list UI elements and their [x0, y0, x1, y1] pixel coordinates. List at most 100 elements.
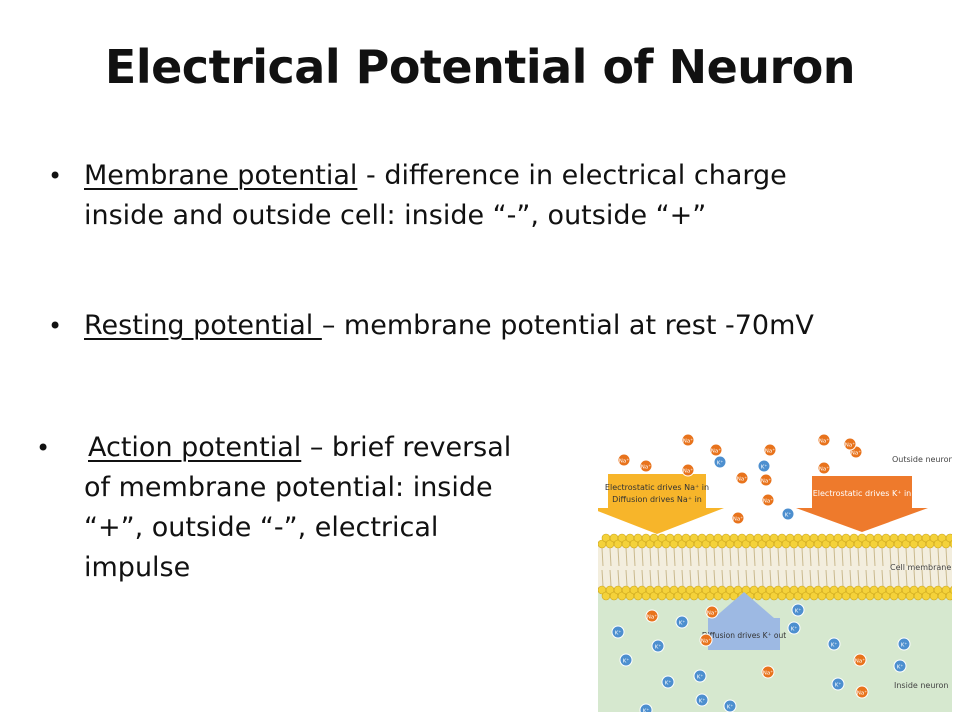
- arrow-k-in: Electrostatic drives K⁺ in: [796, 476, 928, 532]
- lipid-tail: [793, 569, 796, 587]
- svg-text:Na⁺: Na⁺: [647, 614, 657, 621]
- lipid-tail: [905, 547, 908, 567]
- lipid-tail: [809, 547, 812, 567]
- svg-text:Na⁺: Na⁺: [819, 438, 829, 445]
- lipid-tail: [945, 547, 948, 567]
- lipid-tail: [897, 569, 900, 587]
- sodium-ion: Na⁺: [843, 437, 857, 451]
- term-resting-potential: Resting potential: [84, 310, 322, 341]
- svg-text:K⁺: K⁺: [835, 682, 842, 689]
- lipid-tail: [865, 569, 868, 587]
- svg-text:Na⁺: Na⁺: [851, 450, 861, 457]
- lipid-head: [945, 591, 955, 601]
- lipid-tail: [929, 547, 932, 567]
- potassium-ion: K⁺: [695, 693, 709, 707]
- lipid-tail: [625, 547, 628, 567]
- bullet-text: “+”, outside “-”, electrical: [84, 512, 439, 543]
- lipid-tail: [777, 547, 780, 567]
- arrow-left-text-1: Electrostatic drives Na⁺ in: [605, 483, 709, 492]
- lipid-tail: [753, 547, 756, 567]
- svg-text:Na⁺: Na⁺: [845, 442, 855, 449]
- sodium-ion: Na⁺: [617, 453, 631, 467]
- slide-title: Electrical Potential of Neuron: [104, 40, 856, 94]
- bullet-resting-potential: • Resting potential – membrane potential…: [48, 306, 904, 346]
- lipid-tail: [817, 547, 820, 567]
- svg-text:K⁺: K⁺: [831, 642, 838, 649]
- svg-text:K⁺: K⁺: [643, 708, 650, 713]
- lipid-tail: [793, 547, 796, 567]
- svg-text:Na⁺: Na⁺: [707, 610, 717, 617]
- sodium-ion: Na⁺: [699, 633, 713, 647]
- lipid-tail: [633, 569, 636, 587]
- bullet-text: inside and outside cell: inside “-”, out…: [84, 200, 707, 231]
- arrow-left-text-2: Diffusion drives Na⁺ in: [612, 495, 702, 504]
- lipid-tail: [705, 547, 708, 567]
- lipid-tail: [897, 547, 900, 567]
- lipid-tail: [689, 547, 692, 567]
- sodium-ion: Na⁺: [709, 443, 723, 457]
- lipid-tail: [825, 547, 828, 567]
- lipid-tail: [825, 569, 828, 587]
- lipid-tail: [905, 569, 908, 587]
- outside-neuron-label: Outside neuron: [892, 455, 952, 464]
- svg-text:Na⁺: Na⁺: [763, 670, 773, 677]
- svg-text:Na⁺: Na⁺: [733, 516, 743, 523]
- lipid-tail: [609, 547, 612, 567]
- svg-text:K⁺: K⁺: [791, 626, 798, 633]
- lipid-tail: [873, 569, 876, 587]
- potassium-ion: K⁺: [619, 653, 633, 667]
- lipid-tail: [809, 569, 812, 587]
- lipid-tail: [841, 569, 844, 587]
- sodium-ion: Na⁺: [735, 471, 749, 485]
- arrow-na-in: Electrostatic drives Na⁺ in Diffusion dr…: [590, 474, 724, 534]
- lipid-tail: [617, 569, 620, 587]
- lipid-tail: [673, 547, 676, 567]
- sodium-ion: Na⁺: [761, 665, 775, 679]
- svg-text:K⁺: K⁺: [727, 704, 734, 711]
- lipid-tail: [713, 569, 716, 587]
- lipid-tail: [745, 569, 748, 587]
- lipid-tail: [729, 569, 732, 587]
- svg-text:Na⁺: Na⁺: [819, 466, 829, 473]
- sodium-ion: Na⁺: [817, 433, 831, 447]
- inside-neuron-label: Inside neuron: [894, 681, 949, 690]
- lipid-tail: [729, 547, 732, 567]
- potassium-ion: K⁺: [675, 615, 689, 629]
- membrane-diagram: Electrostatic drives Na⁺ in Diffusion dr…: [590, 422, 960, 717]
- svg-text:Na⁺: Na⁺: [641, 464, 651, 471]
- svg-text:K⁺: K⁺: [785, 512, 792, 519]
- lipid-tail: [945, 569, 948, 587]
- svg-text:Na⁺: Na⁺: [711, 448, 721, 455]
- lipid-tail: [849, 547, 852, 567]
- lipid-tail: [849, 569, 852, 587]
- bullet-dot: •: [48, 312, 63, 340]
- lipid-tail: [913, 569, 916, 587]
- potassium-ion: K⁺: [893, 659, 907, 673]
- lipid-tail: [873, 547, 876, 567]
- svg-text:K⁺: K⁺: [699, 698, 706, 705]
- potassium-ion: K⁺: [723, 699, 737, 713]
- potassium-ion: K⁺: [831, 677, 845, 691]
- potassium-ion: K⁺: [791, 603, 805, 617]
- lipid-tail: [777, 569, 780, 587]
- lipid-tail: [721, 547, 724, 567]
- svg-text:Na⁺: Na⁺: [765, 448, 775, 455]
- lipid-tail: [833, 547, 836, 567]
- lipid-tail: [665, 547, 668, 567]
- potassium-ion: K⁺: [639, 703, 653, 717]
- lipid-tail: [921, 569, 924, 587]
- potassium-ion: K⁺: [611, 625, 625, 639]
- membrane-tails: [598, 544, 952, 592]
- lipid-tail: [697, 547, 700, 567]
- sodium-ion: Na⁺: [855, 685, 869, 699]
- svg-text:K⁺: K⁺: [615, 630, 622, 637]
- lipid-tail: [713, 547, 716, 567]
- potassium-ion: K⁺: [781, 507, 795, 521]
- lipid-tail: [649, 547, 652, 567]
- lipid-tail: [601, 569, 604, 587]
- svg-text:Na⁺: Na⁺: [763, 498, 773, 505]
- lipid-heads-outer: [597, 533, 960, 549]
- potassium-ion: K⁺: [713, 455, 727, 469]
- lipid-tail: [801, 547, 804, 567]
- lipid-tail: [617, 547, 620, 567]
